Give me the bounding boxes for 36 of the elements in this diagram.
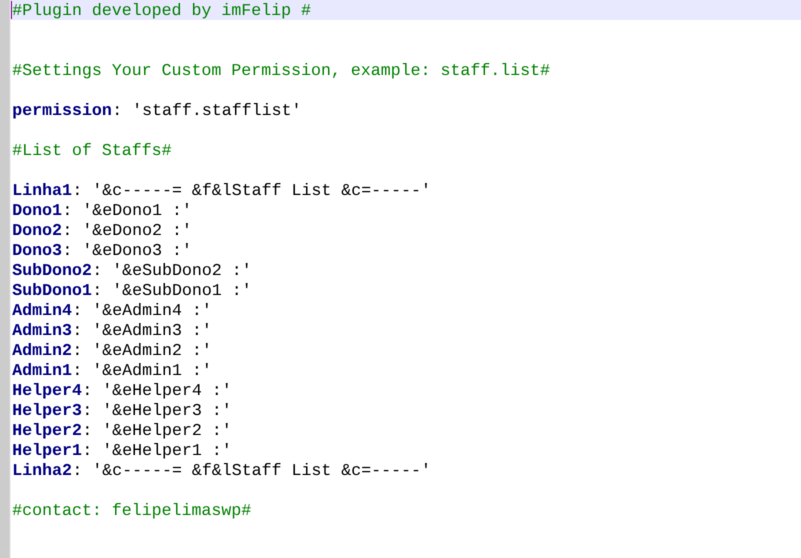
yaml-key: Linha2 (14, 462, 71, 476)
yaml-key: Admin3 (12, 322, 72, 336)
yaml-value: : '&eHelper1 :' (86, 442, 228, 458)
yaml-value: : '&eAdmin2 :' (76, 342, 208, 356)
yaml-value: : '&eDono3 :' (66, 242, 188, 256)
yaml-key: permission (13, 102, 111, 118)
comment-line: #List of Staffs# (12, 142, 172, 156)
yaml-key: Dono1 (13, 204, 62, 216)
comment-line: #contact: felipelimaswp# (12, 502, 251, 518)
yaml-key: SubDono2 (12, 262, 91, 276)
yaml-value: : '&eSubDono2 :' (96, 262, 248, 276)
yaml-key: Helper4 (13, 382, 82, 398)
yaml-value: : '&eSubDono1 :' (96, 282, 248, 296)
comment-line: #Settings Your Custom Permission, example: staff.list# (12, 62, 550, 78)
yaml-key: Linha1 (14, 182, 72, 196)
yaml-value: : '&eAdmin4 :' (76, 302, 208, 316)
yaml-value: : '&eHelper4 :' (86, 382, 228, 398)
yaml-key: Dono2 (13, 224, 62, 236)
yaml-value: : '&eDono1 :' (66, 202, 188, 216)
yaml-value: : '&eDono2 :' (66, 222, 188, 236)
yaml-key: Admin2 (12, 342, 71, 356)
yaml-value: : 'staff.stafflist' (116, 102, 298, 116)
yaml-value: : '&eHelper2 :' (86, 422, 228, 438)
comment-line: #Plugin developed by imFelip # (12, 2, 310, 18)
yaml-value: : '&eAdmin3 :' (76, 322, 208, 336)
yaml-key: Admin1 (12, 362, 72, 376)
yaml-key: Admin4 (12, 302, 72, 316)
yaml-value: : '&eHelper3 :' (86, 402, 228, 418)
yaml-value: : '&eAdmin1 :' (76, 362, 208, 376)
yaml-key: Dono3 (13, 244, 62, 256)
yaml-value: : '&c-----= &f&lStaff List &c=-----' (76, 182, 427, 196)
yaml-key: Helper1 (13, 442, 82, 458)
yaml-key: SubDono1 (12, 282, 92, 296)
yaml-key: Helper3 (13, 402, 82, 418)
yaml-value: : '&c-----= &f&lStaff List &c=-----' (76, 462, 427, 476)
yaml-key: Helper2 (13, 422, 81, 438)
